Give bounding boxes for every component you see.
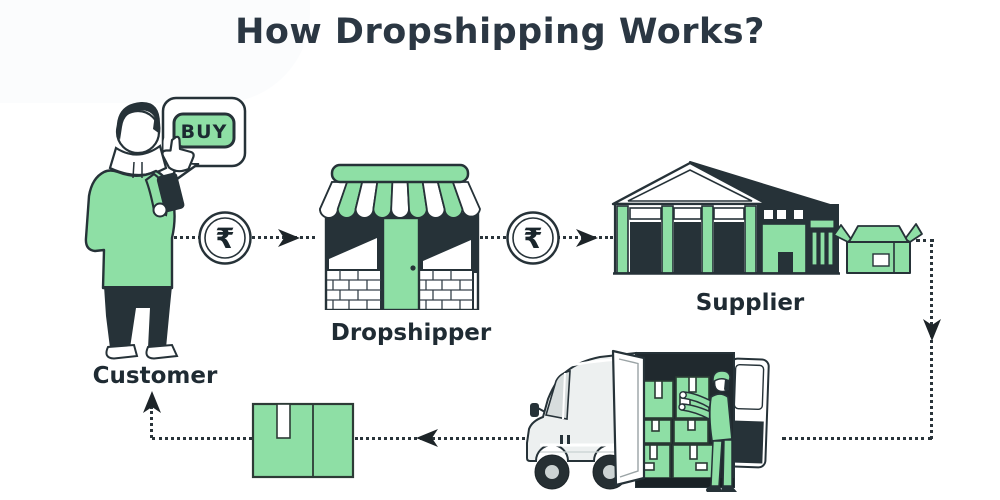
open-box-illustration [833,223,923,274]
store-awning [319,181,481,219]
store-sign [330,163,470,184]
truck-left-door [611,349,646,487]
cargo-boxes [639,376,714,479]
store-door [381,216,421,310]
customer-label: Customer [92,363,218,389]
arrow-down-icon [923,319,941,341]
worker-figure [678,370,737,492]
buy-speech-bubble: BUY [161,96,247,186]
arrow-up-icon [143,391,161,413]
rupee-coin-icon: ₹ [506,211,560,265]
buy-button [172,112,236,149]
connector-truck-parcel [355,437,530,440]
arrow-right-icon [576,229,598,247]
supplier-warehouse-illustration [611,161,840,275]
rupee-symbol: ₹ [215,222,234,255]
delivery-truck-illustration [526,349,770,492]
connector-parcel-customer [152,437,252,440]
connector-box-to-corner [916,239,934,242]
decor-corner-blob [0,0,310,103]
customer-illustration: BUY [84,96,247,360]
connector-up-to-customer [150,406,153,438]
parcel-box-illustration [251,402,355,479]
rupee-coin-icon: ₹ [198,211,252,265]
rupee-symbol: ₹ [523,222,542,255]
arrow-left-icon [416,429,438,447]
truck-mirror [530,403,539,417]
connector-corner-to-truck [782,437,932,440]
supplier-label: Supplier [695,290,805,316]
page-title: How Dropshipping Works? [235,12,765,52]
dropshipper-store-illustration [319,163,481,310]
customer-figure [84,101,185,360]
arrow-right-icon [278,229,300,247]
buy-button-label: BUY [181,121,228,143]
dropshipper-label: Dropshipper [330,320,492,346]
